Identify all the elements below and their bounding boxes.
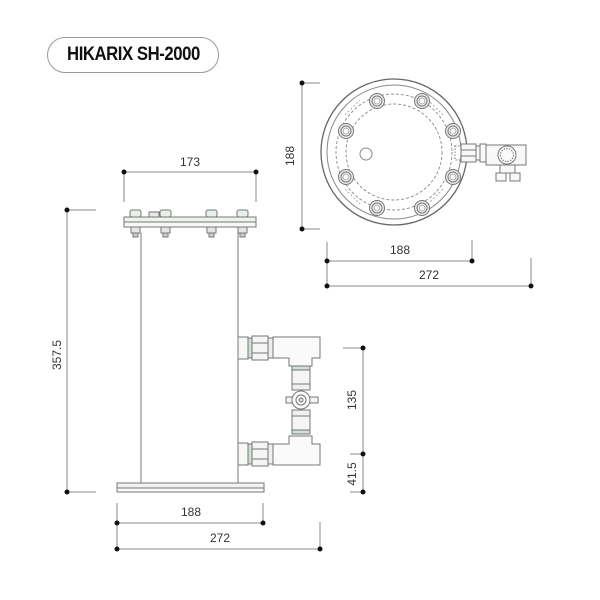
dimension-top-diameter <box>301 82 320 230</box>
bolt-icon <box>338 123 354 139</box>
dim-label-top-width-inner: 188 <box>390 243 410 257</box>
dim-label-base-outer: 272 <box>210 531 230 545</box>
title-badge: HIKARIX SH-2000 <box>47 37 219 73</box>
front-view: 173 <box>50 155 366 552</box>
bolt-icon <box>414 200 430 216</box>
dim-label-port-spacing: 135 <box>345 390 359 410</box>
product-title: HIKARIX SH-2000 <box>66 44 200 65</box>
side-valve-assembly <box>454 143 527 182</box>
cylinder-body <box>140 233 239 483</box>
flange-outer-ring <box>320 78 468 226</box>
bolt-icon <box>369 93 385 109</box>
bolt-icon <box>369 200 385 216</box>
dim-label-total-height: 357.5 <box>50 340 64 370</box>
port-valve-assembly <box>237 335 321 467</box>
bolt-icon <box>338 169 354 185</box>
dim-label-flange-width: 173 <box>180 155 200 169</box>
bolt-icon <box>445 123 461 139</box>
dim-label-base-inner: 188 <box>181 505 201 519</box>
base-plate <box>116 482 265 493</box>
sensor-hole <box>359 147 373 161</box>
dim-label-top-width-outer: 272 <box>419 268 439 282</box>
bolt-icon <box>414 93 430 109</box>
bolt-icon <box>445 169 461 185</box>
top-view: 188 188 272 <box>283 78 534 289</box>
dim-label-top-diameter: 188 <box>283 146 297 166</box>
top-flange <box>123 209 257 238</box>
dim-label-lower-port: 41.5 <box>345 462 359 486</box>
